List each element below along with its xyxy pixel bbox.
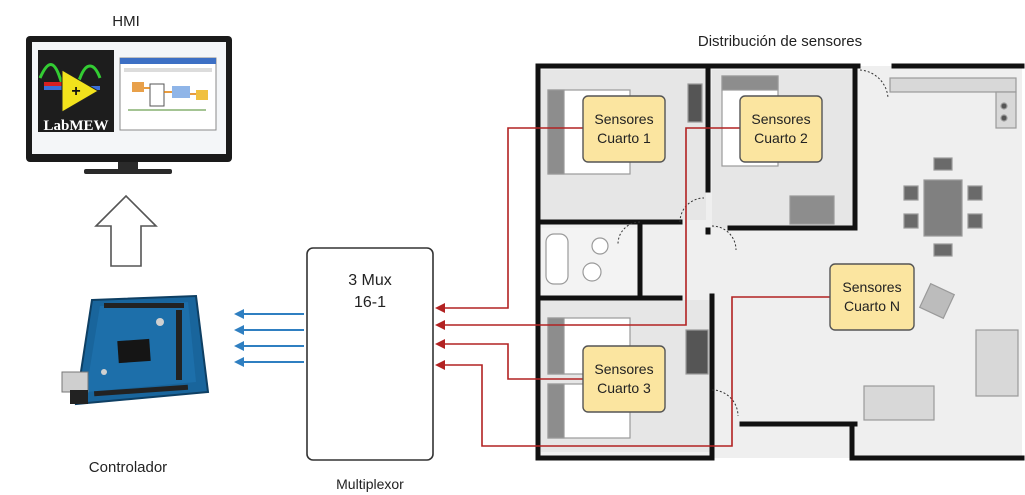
sensor-line2: Cuarto 2	[754, 130, 808, 146]
bathtub	[546, 234, 568, 284]
sensor-box-cuarto-2: Sensores Cuarto 2	[740, 96, 822, 162]
bed-headboard	[722, 76, 778, 90]
sensor-line2: Cuarto N	[844, 298, 900, 314]
kitchen-counter	[890, 78, 1016, 92]
desk	[790, 196, 834, 224]
monitor-base	[84, 169, 172, 174]
arduino-board-icon	[62, 296, 208, 404]
bed-headboard	[548, 90, 564, 174]
dining-table	[924, 180, 962, 236]
sensor-box-cuarto-n: Sensores Cuarto N	[830, 264, 914, 330]
chair	[968, 214, 982, 228]
sensor-line1: Sensores	[842, 279, 901, 295]
sensor-line2: Cuarto 1	[597, 130, 651, 146]
bed-headboard	[548, 384, 564, 438]
chair	[904, 186, 918, 200]
desk	[688, 84, 702, 122]
multiplexor-label: Multiplexor	[336, 476, 404, 492]
sensor-line1: Sensores	[594, 361, 653, 377]
stove-burner	[1001, 115, 1007, 121]
chair	[968, 186, 982, 200]
kitchen-counter	[996, 92, 1016, 128]
labview-logo: + LabMEW	[38, 50, 114, 134]
power-jack	[70, 390, 88, 404]
monitor-neck	[118, 162, 138, 170]
bed-headboard	[548, 318, 564, 374]
sensor-line1: Sensores	[594, 111, 653, 127]
controller-label: Controlador	[89, 459, 167, 476]
mux-line1: 3 Mux	[348, 272, 392, 289]
mux-line2: 16-1	[354, 294, 386, 311]
labview-logo-text: LabMEW	[43, 118, 108, 134]
chair	[934, 244, 952, 256]
hmi-label: HMI	[112, 13, 140, 30]
sensor-line2: Cuarto 3	[597, 380, 651, 396]
sensor-line1: Sensores	[751, 111, 810, 127]
chair	[904, 214, 918, 228]
sensor-box-cuarto-1: Sensores Cuarto 1	[583, 96, 665, 162]
up-arrow-icon	[96, 196, 156, 266]
toilet	[583, 263, 601, 281]
chair	[934, 158, 952, 170]
plus-icon: +	[71, 83, 80, 100]
sofa	[976, 330, 1018, 396]
stove-burner	[1001, 103, 1007, 109]
sink	[592, 238, 608, 254]
mux-to-controller-arrows	[236, 314, 304, 362]
usb-port	[62, 372, 88, 392]
desk	[686, 330, 708, 374]
labview-block-diagram-window	[120, 58, 216, 130]
hmi-monitor: HMI + LabMEW	[26, 13, 232, 174]
sensor-box-cuarto-3: Sensores Cuarto 3	[583, 346, 665, 412]
floorplan-title: Distribución de sensores	[698, 33, 862, 50]
sofa	[864, 386, 934, 420]
